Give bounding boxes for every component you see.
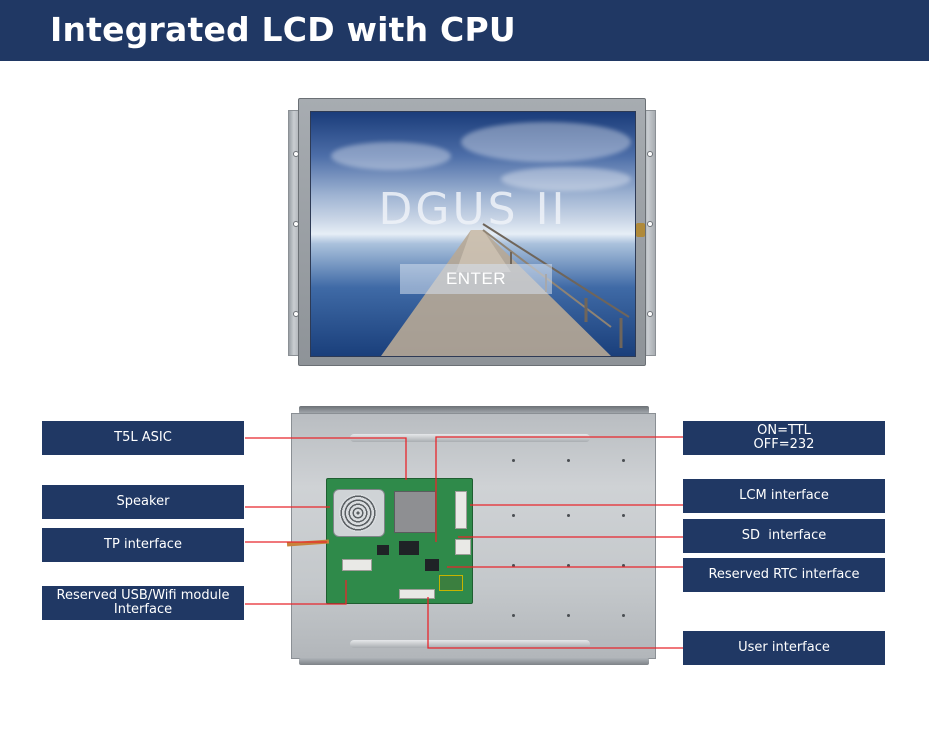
callout-user-interface: User interface xyxy=(683,631,885,665)
speaker-icon xyxy=(333,489,385,537)
rear-top-edge xyxy=(299,406,649,414)
usb-wifi-header xyxy=(342,559,372,571)
callout-reserved-rtc: Reserved RTC interface xyxy=(683,558,885,592)
lcd-rear-view xyxy=(286,406,656,665)
lcd-front-view: DGUS II ENTER xyxy=(288,98,656,366)
rear-bottom-edge xyxy=(299,658,649,665)
callout-on-off-ttl: ON=TTL OFF=232 xyxy=(683,421,885,455)
callout-lcm-interface: LCM interface xyxy=(683,479,885,513)
screen-logo: DGUS II xyxy=(378,184,568,235)
chip-icon xyxy=(394,491,436,533)
callout-tp-interface: TP interface xyxy=(42,528,244,562)
antenna-connector xyxy=(636,223,645,237)
callout-speaker: Speaker xyxy=(42,485,244,519)
callout-reserved-usb-wifi: Reserved USB/Wifi module Interface xyxy=(42,586,244,620)
page-title: Integrated LCD with CPU xyxy=(50,10,516,49)
callout-sd-interface: SD interface xyxy=(683,519,885,553)
lcd-screen: DGUS II ENTER xyxy=(310,111,636,357)
callout-t5l-asic: T5L ASIC xyxy=(42,421,244,455)
control-pcb xyxy=(286,478,473,604)
screen-enter-button: ENTER xyxy=(400,264,552,294)
user-interface-connector xyxy=(399,589,435,599)
lcm-connector xyxy=(455,491,467,529)
header-banner: Integrated LCD with CPU xyxy=(0,0,929,61)
sd-slot xyxy=(455,539,471,555)
